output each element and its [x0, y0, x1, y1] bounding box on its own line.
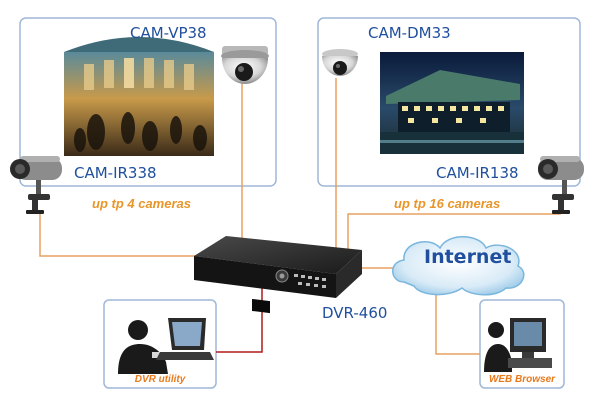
internet-label: Internet	[424, 246, 512, 268]
left-camera-group-frame	[19, 17, 277, 187]
speed-dome-camera	[221, 46, 269, 84]
desktop-user	[484, 318, 552, 372]
cam-vp38-label: CAM-VP38	[130, 24, 207, 42]
cam-ir338-label: CAM-IR338	[74, 164, 157, 182]
utility-cable	[216, 286, 263, 353]
cam-dm33-label: CAM-DM33	[368, 24, 451, 42]
web-browser-frame	[479, 299, 565, 389]
dvr-label: DVR-460	[322, 304, 388, 322]
left-camera-count-note: up tp 4 cameras	[92, 196, 191, 211]
station-photo	[64, 37, 214, 156]
dome-camera	[322, 49, 358, 76]
building-photo	[380, 52, 524, 154]
dvr-utility-caption: DVR utility	[134, 374, 186, 385]
internet-cloud	[392, 236, 525, 296]
laptop-user	[118, 318, 214, 374]
ir-camera-left	[10, 156, 62, 214]
dvr-utility-frame	[103, 299, 217, 389]
right-camera-count-note: up tp 16 cameras	[394, 196, 501, 211]
web-browser-caption: WEB Browser	[488, 374, 556, 385]
right-camera-group-frame	[317, 17, 581, 187]
cam-ir138-label: CAM-IR138	[436, 164, 519, 182]
dvr-unit	[194, 236, 362, 314]
ir-camera-right	[538, 156, 584, 214]
